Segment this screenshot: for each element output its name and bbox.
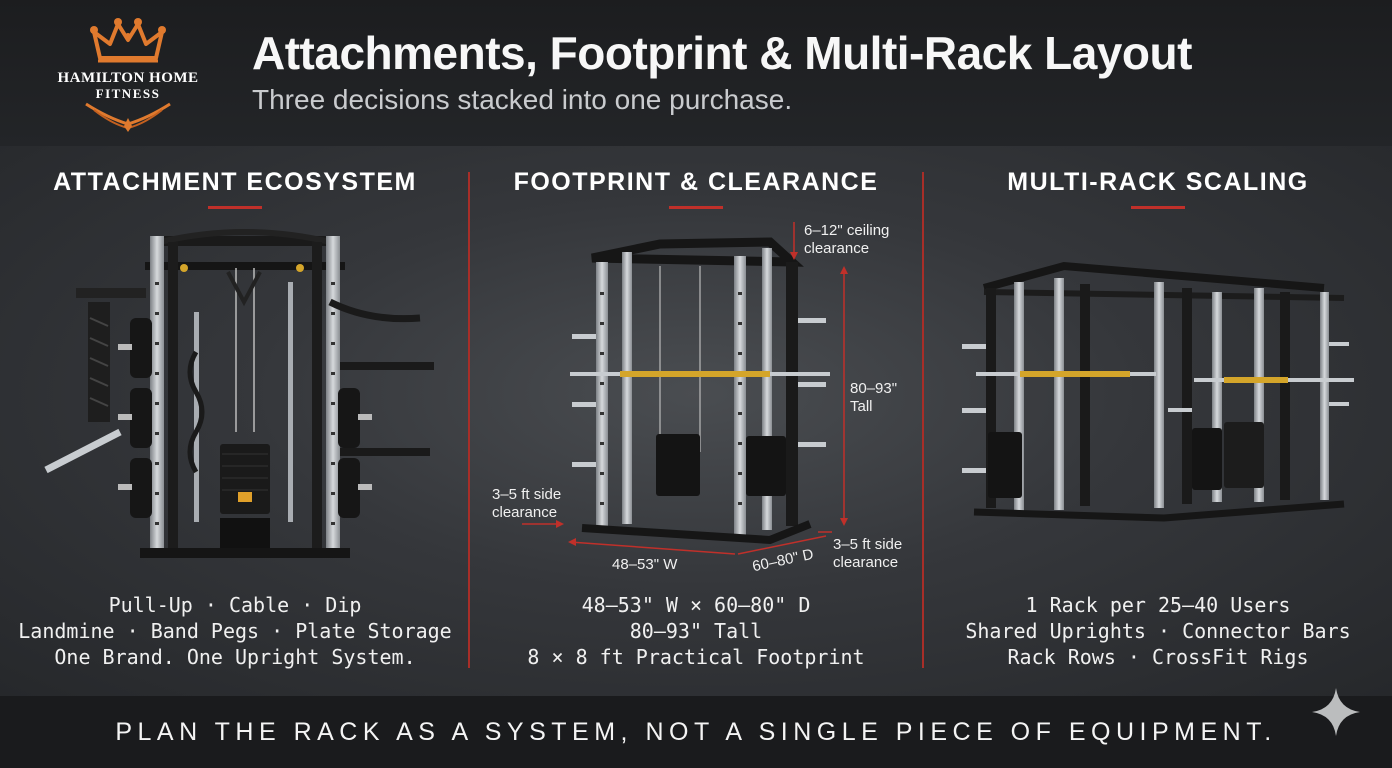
column-divider [468,172,470,668]
main-panel: ATTACHMENT ECOSYSTEM [0,146,1392,696]
annotation-line: 3–5 ft side [492,486,562,503]
column-caption: 1 Rack per 25–40 Users Shared Uprights ·… [924,592,1392,670]
crown-logo-icon [85,18,171,132]
caption-line: One Brand. One Upright System. [54,645,416,669]
brand-name-line2: FITNESS [95,86,161,101]
annotation-line: clearance [492,504,558,521]
annotation-line: Tall [850,398,873,415]
side-clearance-left-label: 3–5 ft side clearance [492,486,561,522]
annotation-line: clearance [833,554,899,571]
title-underline [1131,206,1185,209]
title-underline [669,206,723,209]
annotation-line: clearance [804,240,870,257]
rack-footprint-illustration [522,222,848,555]
column-divider [922,172,924,668]
ceiling-clearance-label: 6–12" ceiling clearance [804,222,889,258]
column-footprint-clearance: FOOTPRINT & CLEARANCE [470,146,922,696]
page-title: Attachments, Footprint & Multi-Rack Layo… [252,27,1192,79]
column-caption: 48–53" W × 60–80" D 80–93" Tall 8 × 8 ft… [470,592,922,670]
column-title: ATTACHMENT ECOSYSTEM [53,168,417,196]
page-subtitle: Three decisions stacked into one purchas… [252,84,793,115]
footer-banner: PLAN THE RACK AS A SYSTEM, NOT A SINGLE … [0,696,1392,768]
column-title: MULTI-RACK SCALING [1007,168,1309,196]
width-label: 48–53" W [612,556,678,573]
caption-line: Shared Uprights · Connector Bars [965,619,1351,643]
caption-line: Landmine · Band Pegs · Plate Storage [18,619,452,643]
column-multi-rack-scaling: MULTI-RACK SCALING [924,146,1392,696]
column-attachment-ecosystem: ATTACHMENT ECOSYSTEM [0,146,470,696]
side-clearance-right-label: 3–5 ft side clearance [833,536,902,572]
sparkle-icon [1312,688,1360,736]
caption-line: 80–93" Tall [629,619,763,643]
annotation-line: 3–5 ft side [833,536,903,553]
rack-attachments-illustration [44,229,434,558]
caption-line: Rack Rows · CrossFit Rigs [1007,645,1309,669]
column-title: FOOTPRINT & CLEARANCE [513,168,879,196]
header: HAMILTON HOME FITNESS Attachments, Footp… [0,0,1392,146]
brand-logo: HAMILTON HOME FITNESS [38,14,218,134]
height-label: 80–93" Tall [850,380,897,416]
caption-line: 1 Rack per 25–40 Users [1025,593,1291,617]
footer-tagline: PLAN THE RACK AS A SYSTEM, NOT A SINGLE … [115,718,1277,746]
title-underline [208,206,262,209]
caption-line: 8 × 8 ft Practical Footprint [527,645,865,669]
column-caption: Pull-Up · Cable · Dip Landmine · Band Pe… [0,592,470,670]
annotation-line: 80–93" [850,380,898,397]
annotation-line: 6–12" ceiling [804,222,890,239]
caption-line: 48–53" W × 60–80" D [581,593,811,617]
multi-rack-illustration [962,261,1354,522]
caption-line: Pull-Up · Cable · Dip [108,593,362,617]
brand-name-line1: HAMILTON HOME [57,70,199,86]
